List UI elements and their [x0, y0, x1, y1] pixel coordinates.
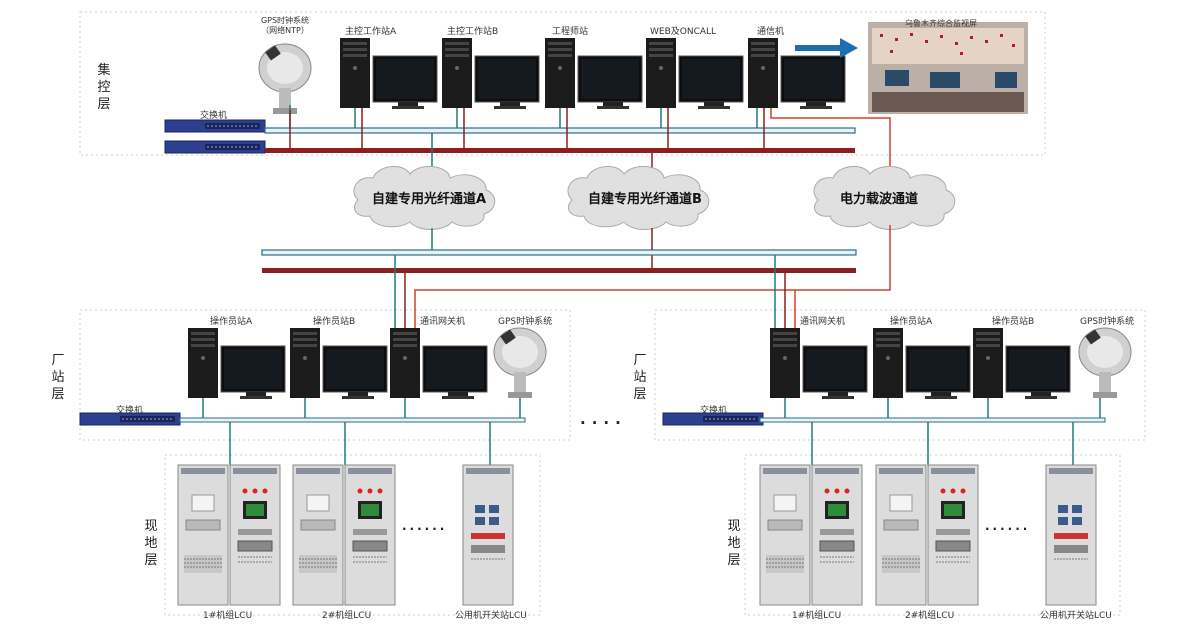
right-pc-2-label: 操作员站A [890, 317, 933, 327]
layer-label-field-left: 现地层 [144, 519, 158, 568]
right-cabinet-3-icon [1045, 464, 1097, 606]
right-pc-3-label: 操作员站B [992, 317, 1035, 327]
left-station-bus [179, 417, 526, 423]
right-cab-2-label: 2#机组LCU [905, 611, 955, 621]
screen-title: 乌鲁木齐综合监视屏 [905, 19, 977, 28]
layer-label-top: 集控层 [97, 63, 111, 112]
top-red-bus [265, 148, 855, 153]
top-switch-icon [164, 119, 266, 154]
top-pc-4-icon [645, 37, 744, 110]
top-region [79, 11, 1046, 156]
left-field-region [164, 454, 541, 616]
left-cab-2-label: 2#机组LCU [322, 611, 372, 621]
left-pc-1-icon [187, 327, 286, 400]
channel-c-label: 电力载波通道 [840, 192, 919, 207]
left-pc-1-label: 操作员站A [210, 317, 253, 327]
left-pc-2-label: 操作员站B [313, 317, 356, 327]
layer-label-station-right: 厂站层 [633, 353, 647, 402]
top-pc-2-icon [441, 37, 540, 110]
left-cabinet-1-icon [177, 464, 281, 606]
left-cab-3-label: 公用机开关站LCU [455, 611, 527, 621]
right-gps-label: GPS时钟系统 [1080, 317, 1135, 327]
ellipsis-stations: ···· [580, 414, 627, 432]
right-station-region [654, 309, 1146, 441]
left-cabinet-2-icon [292, 464, 396, 606]
left-pc-3-label: 通讯网关机 [420, 317, 466, 327]
left-gps-label: GPS时钟系统 [498, 317, 553, 327]
layer-label-station-left: 厂站层 [51, 353, 65, 402]
right-field-region [744, 454, 1121, 616]
layer-label-field-right: 现地层 [727, 519, 741, 568]
top-gps-label: GPS时钟系统（网络NTP） [260, 16, 310, 35]
top-pc-5-label: 通信机 [757, 27, 785, 37]
left-cabinet-3-icon [462, 464, 514, 606]
right-pc-1-icon [769, 327, 868, 400]
top-gps-icon [258, 43, 312, 115]
right-gps-icon [1078, 327, 1132, 399]
top-pc-1-icon [339, 37, 438, 110]
right-cab-1-label: 1#机组LCU [792, 611, 842, 621]
top-pc-3-icon [544, 37, 643, 110]
right-station-bus [759, 417, 1106, 423]
monitoring-screen-image [868, 22, 1028, 114]
top-pc-3-label: 工程师站 [552, 27, 589, 37]
mid-blue-bus [261, 249, 857, 256]
mid-red-bus [262, 268, 856, 273]
left-cab-1-label: 1#机组LCU [203, 611, 253, 621]
left-pc-2-icon [289, 327, 388, 400]
channel-a-label: 自建专用光纤通道A [372, 192, 487, 207]
top-pc-1-label: 主控工作站A [345, 27, 397, 37]
left-station-region [79, 309, 571, 441]
right-pc-1-label: 通讯网关机 [800, 317, 846, 327]
channel-b-label: 自建专用光纤通道B [588, 192, 702, 207]
left-pc-3-icon [389, 327, 488, 400]
top-pc-2-label: 主控工作站B [447, 27, 499, 37]
ellipsis-left-cabinets: ······ [402, 522, 448, 536]
left-gps-icon [493, 327, 547, 399]
right-pc-2-icon [872, 327, 971, 400]
right-switch-label: 交换机 [700, 406, 728, 416]
right-cab-3-label: 公用机开关站LCU [1040, 611, 1112, 621]
left-switch-label: 交换机 [116, 406, 144, 416]
right-cabinet-1-icon [759, 464, 863, 606]
arrow-icon [795, 38, 858, 58]
top-switch-label: 交换机 [200, 111, 228, 121]
top-blue-bus [264, 127, 856, 134]
top-pc-4-label: WEB及ONCALL [650, 27, 717, 37]
right-pc-3-icon [972, 327, 1071, 400]
ellipsis-right-cabinets: ······ [985, 522, 1031, 536]
right-cabinet-2-icon [875, 464, 979, 606]
